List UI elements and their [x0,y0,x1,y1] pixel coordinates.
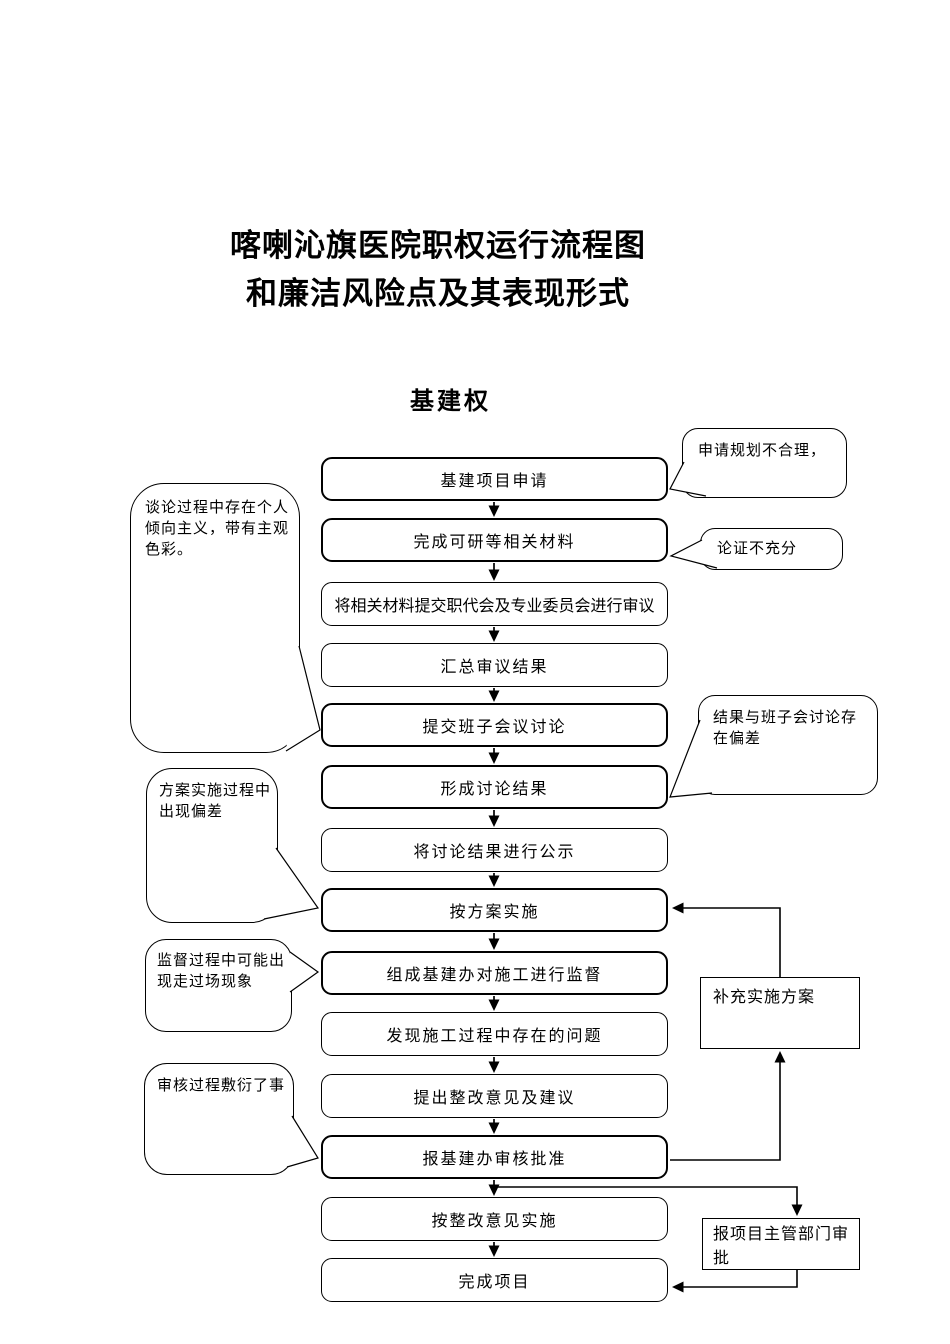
flow-step-label: 完成项目 [458,1272,531,1291]
flow-step-13: 按整改意见实施 [321,1197,668,1241]
risk-callout-review: 审核过程敷衍了事 [144,1063,294,1175]
flow-step-label: 形成讨论结果 [440,779,549,798]
risk-callout-result: 结果与班子会讨论存在偏差 [698,695,878,795]
supplement-plan-label: 补充实施方案 [713,987,816,1006]
flow-step-1: 基建项目申请 [321,457,668,501]
flow-step-label: 按方案实施 [449,902,540,921]
risk-callout-text: 审核过程敷衍了事 [157,1076,286,1094]
flow-step-12: 报基建办审核批准 [321,1135,668,1179]
section-title: 基建权 [410,386,491,415]
authority-approval-box: 报项目主管部门审批 [702,1218,860,1270]
flow-step-label: 提出整改意见及建议 [413,1088,576,1107]
flow-step-label: 将讨论结果进行公示 [413,842,576,861]
flow-step-label: 按整改意见实施 [431,1211,558,1230]
flow-step-14: 完成项目 [321,1258,668,1302]
risk-callout-text: 监督过程中可能出现走过场现象 [157,951,286,990]
title-line-2: 和廉洁风险点及其表现形式 [246,276,630,312]
flow-step-8: 按方案实施 [321,888,668,932]
risk-callout-text: 结果与班子会讨论存在偏差 [713,708,858,747]
flow-step-label: 汇总审议结果 [440,657,549,676]
risk-callout-text: 论证不充分 [717,539,798,557]
flow-step-11: 提出整改意见及建议 [321,1074,668,1118]
risk-callout-application: 申请规划不合理， [682,428,847,498]
risk-callout-supervision: 监督过程中可能出现走过场现象 [145,939,292,1032]
arrow-authority-to-complete [672,1270,798,1293]
flow-step-9: 组成基建办对施工进行监督 [321,951,668,995]
risk-callout-text: 申请规划不合理， [698,441,827,459]
flow-step-7: 将讨论结果进行公示 [321,828,668,872]
risk-callout-feasibility: 论证不充分 [700,528,843,570]
risk-callout-implementation: 方案实施过程中出现偏差 [146,768,278,923]
supplement-plan-box: 补充实施方案 [700,977,860,1049]
page-title: 喀喇沁旗医院职权运行流程图 和廉洁风险点及其表现形式 [0,222,876,318]
risk-callout-text: 方案实施过程中出现偏差 [159,781,272,820]
flow-step-label: 组成基建办对施工进行监督 [386,965,603,984]
arrow-approve-to-supplement [670,1051,786,1161]
authority-approval-label: 报项目主管部门审批 [713,1224,850,1267]
arrow-supplement-to-implement [672,902,781,977]
risk-callout-text: 谈论过程中存在个人倾向主义，带有主观色彩。 [145,498,290,558]
title-line-1: 喀喇沁旗医院职权运行流程图 [230,228,646,264]
flow-step-3: 将相关材料提交职代会及专业委员会进行审议 [321,582,668,626]
flow-step-4: 汇总审议结果 [321,643,668,687]
flow-step-label: 完成可研等相关材料 [413,532,576,551]
flow-step-label: 发现施工过程中存在的问题 [386,1026,603,1045]
flow-step-2: 完成可研等相关材料 [321,518,668,562]
flow-step-6: 形成讨论结果 [321,765,668,809]
flow-step-label: 将相关材料提交职代会及专业委员会进行审议 [334,596,655,615]
flow-step-label: 提交班子会议讨论 [422,717,567,736]
flow-step-label: 报基建办审核批准 [422,1149,567,1168]
risk-callout-discussion: 谈论过程中存在个人倾向主义，带有主观色彩。 [130,483,300,753]
callout-tail-supervision [289,951,320,993]
flow-step-10: 发现施工过程中存在的问题 [321,1012,668,1056]
flow-step-5: 提交班子会议讨论 [321,703,668,747]
flow-step-label: 基建项目申请 [440,471,549,490]
